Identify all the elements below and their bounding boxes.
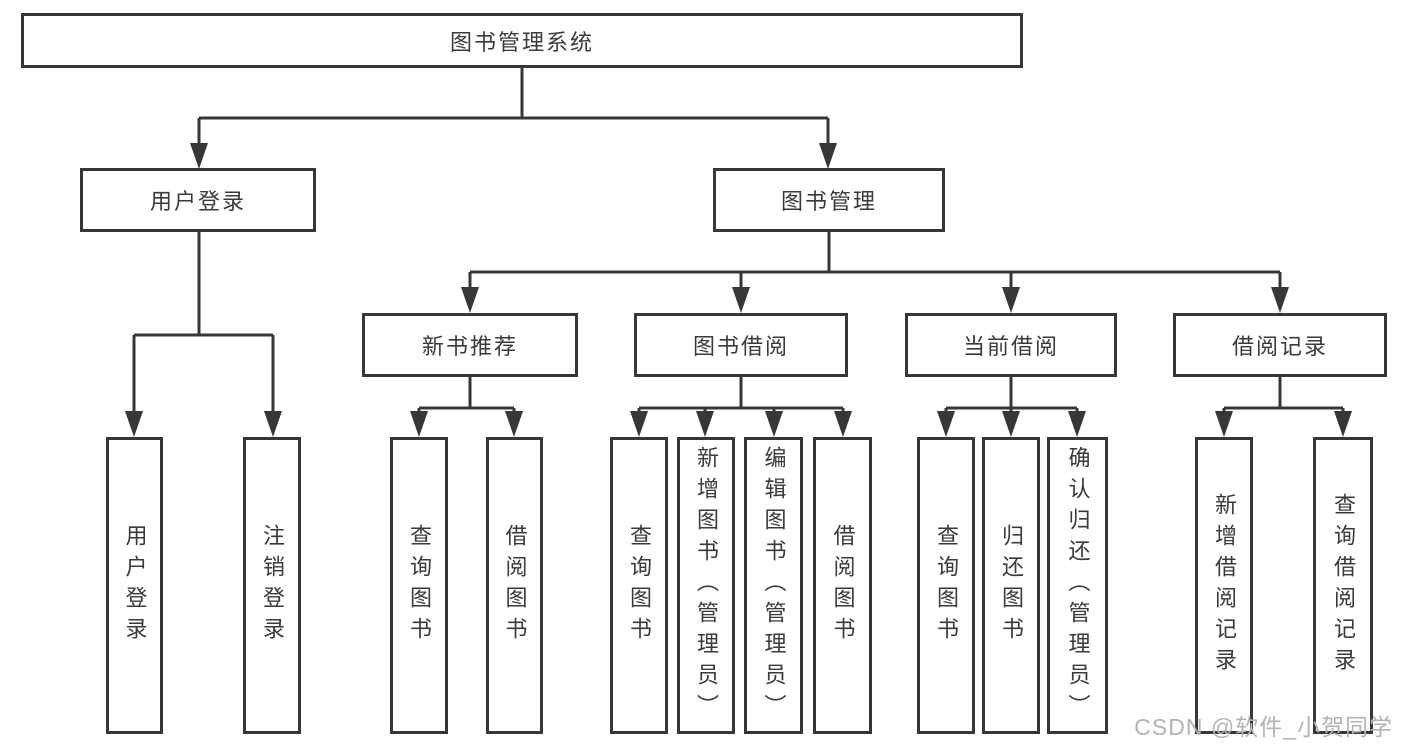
arrowhead-icon	[410, 411, 428, 437]
connector-root	[197, 68, 830, 150]
leaf-label: 查询借阅记录	[1331, 492, 1356, 679]
leaf-label: 查询图书	[934, 523, 959, 648]
arrowhead-icon	[1215, 411, 1233, 437]
arrowhead-icon	[630, 411, 648, 437]
leaf-confirm-return-admin: 确认归还（管理员）	[1047, 437, 1108, 734]
arrowhead-icon	[834, 411, 852, 437]
leaf-logout: 注销登录	[243, 437, 301, 734]
arrowhead-icon	[1334, 411, 1352, 437]
leaf-borrow-book-2: 借阅图书	[813, 437, 872, 734]
arrowhead-icon	[937, 411, 955, 437]
arrowhead-icon	[1002, 287, 1020, 313]
arrowhead-icon	[461, 287, 479, 313]
leaf-label: 借阅图书	[502, 523, 528, 648]
leaf-return-book: 归还图书	[982, 437, 1040, 734]
node-new-book-recommend: 新书推荐	[362, 313, 578, 377]
connector-book-borrow	[637, 377, 845, 418]
leaf-label: 新增借阅记录	[1212, 492, 1237, 679]
leaf-query-borrow-record: 查询借阅记录	[1313, 437, 1373, 734]
connector-user-login	[132, 232, 275, 418]
leaf-label: 确认归还（管理员）	[1065, 446, 1091, 725]
arrowhead-icon	[190, 143, 208, 169]
leaf-add-book-admin: 新增图书（管理员）	[677, 437, 735, 734]
arrowhead-icon	[505, 411, 523, 437]
arrowhead-icon	[1068, 411, 1086, 437]
node-current-borrow: 当前借阅	[905, 313, 1117, 377]
arrowhead-icon	[819, 143, 837, 169]
node-book-management: 图书管理	[713, 168, 945, 232]
leaf-add-borrow-record: 新增借阅记录	[1195, 437, 1253, 734]
arrowhead-icon	[765, 411, 783, 437]
leaf-query-book-1: 查询图书	[390, 437, 448, 734]
leaf-query-book-3: 查询图书	[917, 437, 975, 734]
leaf-label: 新增图书（管理员）	[694, 446, 719, 725]
arrowhead-icon	[1271, 287, 1289, 313]
leaf-label: 注销登录	[260, 523, 285, 648]
arrowhead-icon	[696, 411, 714, 437]
leaf-label: 编辑图书（管理员）	[761, 446, 787, 725]
arrowhead-icon	[264, 411, 282, 437]
connector-book-management	[468, 232, 1282, 294]
leaf-label: 借阅图书	[830, 523, 856, 648]
leaf-label: 查询图书	[627, 523, 652, 648]
leaf-user-login: 用户登录	[106, 437, 163, 734]
connector-borrow-record	[1222, 377, 1345, 418]
arrowhead-icon	[125, 411, 143, 437]
leaf-label: 用户登录	[122, 523, 148, 648]
arrowhead-icon	[732, 287, 750, 313]
leaf-query-book-2: 查询图书	[610, 437, 668, 734]
leaf-borrow-book-1: 借阅图书	[486, 437, 543, 734]
leaf-edit-book-admin: 编辑图书（管理员）	[744, 437, 803, 734]
leaf-label: 归还图书	[999, 523, 1024, 648]
node-borrow-record: 借阅记录	[1173, 313, 1387, 377]
node-book-borrow: 图书借阅	[634, 313, 848, 377]
arrowhead-icon	[1002, 411, 1020, 437]
node-system-root: 图书管理系统	[21, 13, 1023, 68]
csdn-watermark: CSDN @软件_小贺同学	[1134, 714, 1393, 740]
leaf-label: 查询图书	[407, 523, 432, 648]
node-user-login: 用户登录	[80, 168, 316, 232]
connector-new-book	[417, 377, 516, 418]
